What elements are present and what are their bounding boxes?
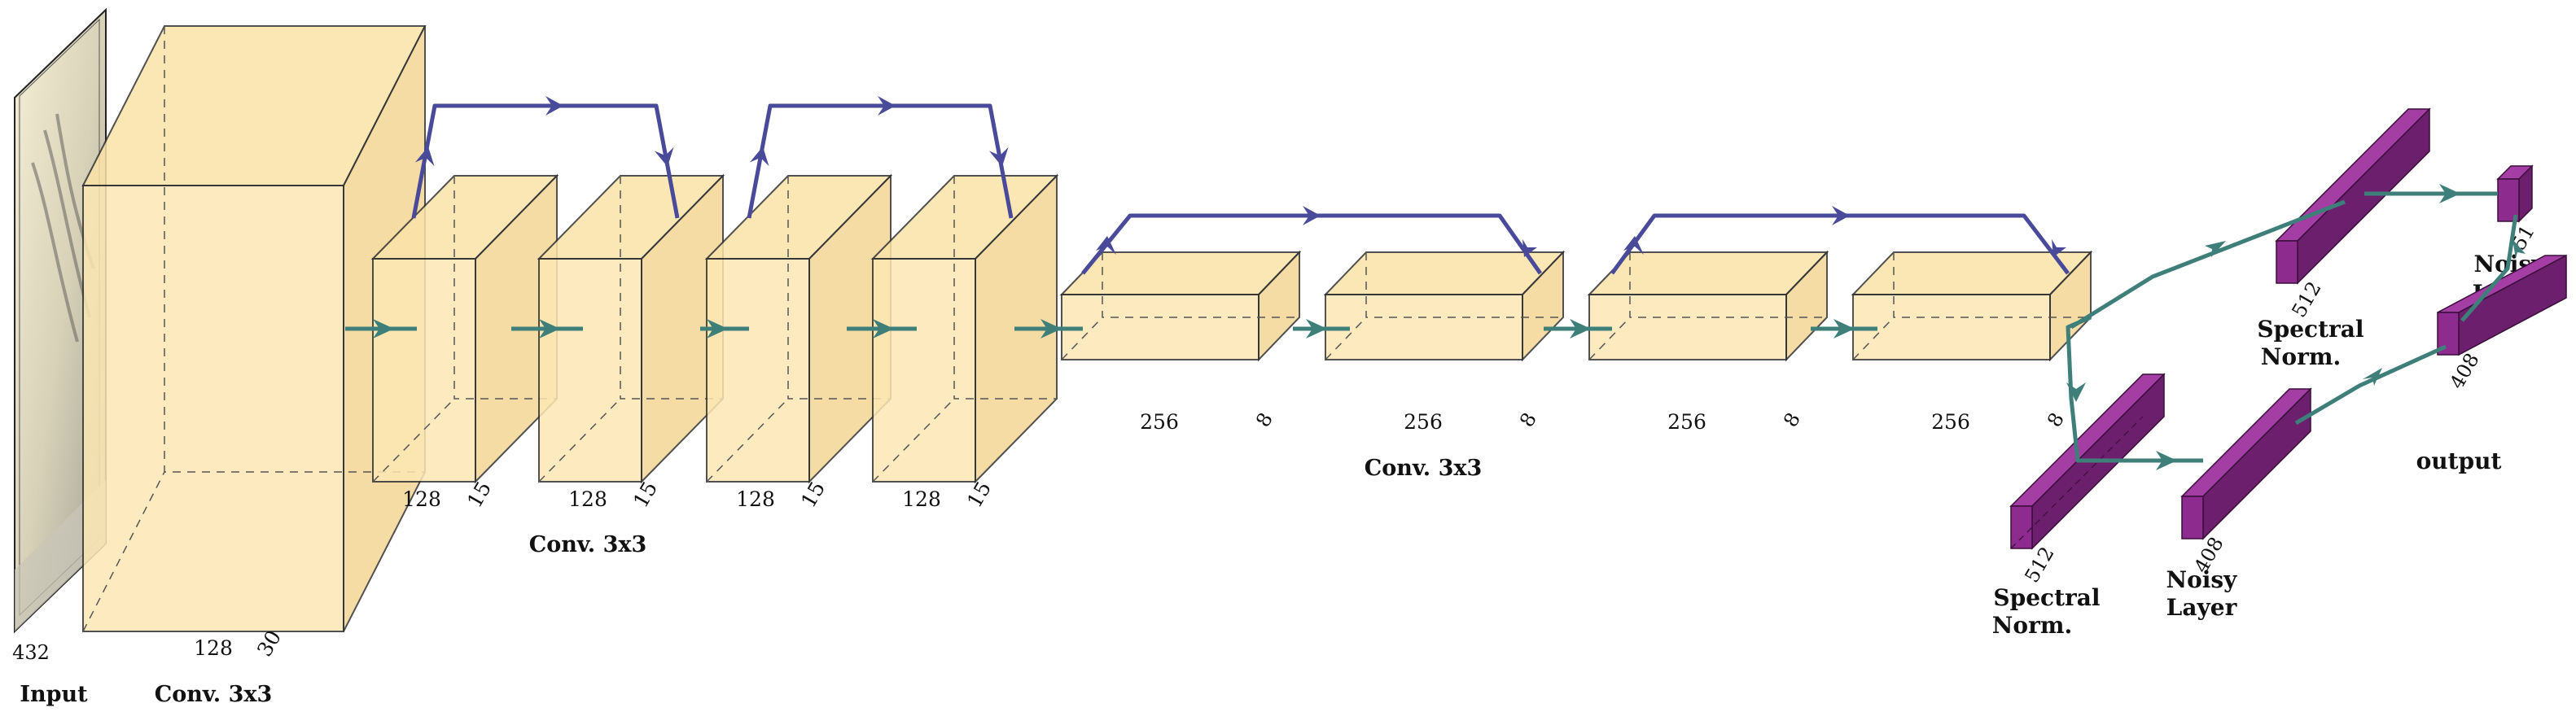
head-arrowheads	[2066, 184, 2526, 470]
spectral-lower-label-1: Spectral	[1993, 584, 2100, 611]
conv-5-width: 256	[1140, 410, 1179, 434]
conv-block-6	[1323, 250, 1566, 362]
conv-3-width: 128	[736, 487, 775, 511]
conv-6-width: 256	[1404, 410, 1443, 434]
flow-arrowheads	[373, 319, 1855, 338]
fc-noisy-layer-lower	[2180, 387, 2312, 540]
conv-4-width: 128	[902, 487, 941, 511]
spectral-upper-label-2: Norm.	[2261, 343, 2341, 370]
conv-256-caption: Conv. 3x3	[1365, 456, 1483, 481]
spectral-upper-label-1: Spectral	[2257, 316, 2364, 343]
spectral-lower-dim: 512	[2020, 543, 2058, 587]
conv-7-width: 256	[1667, 410, 1706, 434]
fc-output	[2437, 254, 2567, 356]
input-dim-label: 432	[12, 641, 50, 664]
noisy-lower-label-2: Layer	[2166, 594, 2238, 621]
conv-1-width: 128	[402, 487, 441, 511]
conv-7-depth: 8	[1779, 408, 1805, 430]
conv-1-depth: 15	[462, 478, 496, 512]
conv-block-8	[1851, 250, 2093, 362]
head-connections	[2066, 191, 2518, 463]
fc-noisy-layer-upper	[2496, 164, 2534, 223]
conv-8-depth: 8	[2043, 408, 2069, 430]
fc-spectral-norm-upper	[2275, 107, 2431, 285]
conv-2-depth: 15	[629, 478, 662, 512]
conv-2-width: 128	[568, 487, 607, 511]
input-label: Input	[20, 682, 88, 707]
conv-8-width: 256	[1931, 410, 1970, 434]
conv-5-depth: 8	[1251, 408, 1277, 430]
conv-block-7	[1587, 250, 1829, 362]
conv-block-5	[1059, 250, 1302, 362]
spectral-lower-label-2: Norm.	[1992, 612, 2072, 639]
spectral-upper-dim: 512	[2287, 277, 2325, 321]
conv-3-depth: 15	[796, 478, 830, 512]
conv-0-width: 128	[194, 636, 233, 660]
skip-arrowheads	[414, 96, 2066, 257]
conv-128-caption: Conv. 3x3	[529, 532, 647, 557]
conv-0-caption: Conv. 3x3	[155, 682, 273, 707]
conv-4-depth: 15	[962, 478, 996, 512]
output-label: output	[2416, 448, 2502, 474]
noisy-lower-label-1: Noisy	[2166, 566, 2238, 593]
conv-block-2	[537, 173, 725, 484]
conv-6-depth: 8	[1515, 408, 1541, 430]
output-dim: 408	[2445, 349, 2483, 393]
